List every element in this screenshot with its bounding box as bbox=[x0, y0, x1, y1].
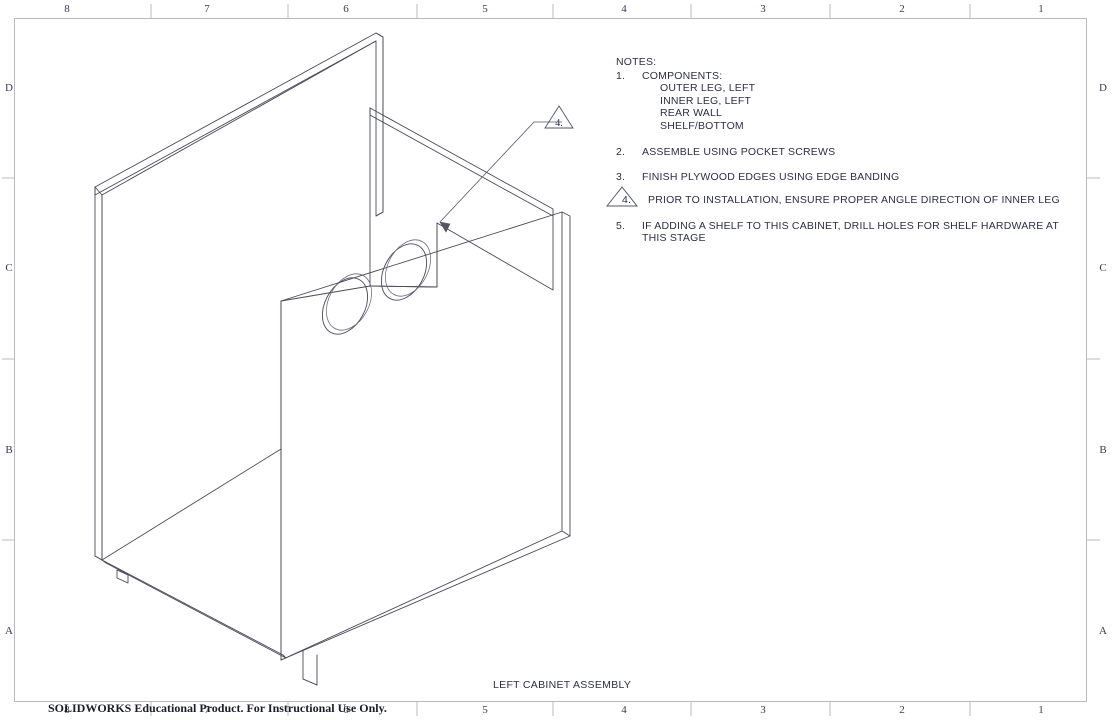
zone-letter-right-D: D bbox=[1099, 82, 1107, 94]
isometric-cabinet-assembly bbox=[94, 32, 571, 686]
shelf-bottom-panel bbox=[101, 448, 287, 659]
zone-letter-left-C: C bbox=[5, 262, 13, 274]
zone-ticks-bottom bbox=[150, 701, 971, 716]
note-5-number: 5. bbox=[616, 220, 626, 233]
zone-letter-right-B: B bbox=[1099, 444, 1107, 456]
zone-number-bottom-3: 3 bbox=[760, 704, 766, 716]
note-1-sublist: OUTER LEG, LEFT INNER LEG, LEFT REAR WAL… bbox=[660, 82, 1086, 132]
outer-leg-panel bbox=[280, 211, 571, 686]
zone-letter-left-A: A bbox=[5, 625, 13, 637]
zone-number-top-6: 6 bbox=[343, 3, 349, 15]
zone-number-top-2: 2 bbox=[899, 3, 905, 15]
note-1-sub-3: REAR WALL bbox=[660, 107, 723, 120]
shelf-pin-hole-1-depth bbox=[326, 273, 372, 331]
zone-number-top-3: 3 bbox=[760, 3, 766, 15]
note-1-sub-2: INNER LEG, LEFT bbox=[660, 94, 752, 107]
shelf-pin-hole-2 bbox=[380, 243, 428, 301]
note-item-4: 4. PRIOR TO INSTALLATION, ENSURE PROPER … bbox=[605, 186, 1086, 207]
shelf-pin-hole-2-depth bbox=[385, 239, 431, 297]
zone-letter-right-C: C bbox=[1099, 262, 1107, 274]
zone-ticks-side bbox=[2, 177, 1100, 541]
note-item-2: 2. ASSEMBLE USING POCKET SCREWS bbox=[616, 146, 1086, 158]
note-item-5: 5. IF ADDING A SHELF TO THIS CABINET, DR… bbox=[616, 220, 1086, 244]
inner-leg-panel bbox=[280, 107, 554, 450]
callout-leader-4 bbox=[439, 105, 574, 233]
note-4-number: 4. bbox=[622, 194, 632, 207]
zone-number-top-1: 1 bbox=[1038, 3, 1044, 15]
zone-letter-left-B: B bbox=[5, 444, 13, 456]
zone-number-top-8: 8 bbox=[64, 3, 70, 15]
callout-label: 4. bbox=[555, 118, 563, 129]
zone-number-top-5: 5 bbox=[482, 3, 488, 15]
note-item-1: 1. COMPONENTS: bbox=[616, 70, 1086, 82]
rear-wall-panel bbox=[94, 32, 384, 561]
note-1-number: 1. bbox=[616, 70, 626, 82]
zone-letter-right-A: A bbox=[1099, 625, 1107, 637]
leader-arrowhead bbox=[439, 221, 451, 233]
note-1-text: COMPONENTS: bbox=[642, 70, 723, 82]
zone-number-bottom-2: 2 bbox=[899, 704, 905, 716]
zone-number-bottom-4: 4 bbox=[621, 704, 627, 716]
notes-block: NOTES: 1. COMPONENTS: OUTER LEG, LEFT IN… bbox=[605, 56, 1086, 244]
zone-number-bottom-8: 8 bbox=[64, 704, 70, 716]
revision-triangle-icon bbox=[544, 105, 574, 129]
zone-ticks-top bbox=[14, 4, 1087, 19]
zone-letter-left-D: D bbox=[5, 82, 13, 94]
note-3-text: FINISH PLYWOOD EDGES USING EDGE BANDING bbox=[642, 171, 900, 184]
note-2-number: 2. bbox=[616, 146, 626, 159]
zone-number-bottom-7: 7 bbox=[204, 704, 210, 716]
note-1-sub-4: SHELF/BOTTOM bbox=[660, 119, 744, 132]
zone-number-top-4: 4 bbox=[621, 3, 627, 15]
zone-number-bottom-5: 5 bbox=[482, 704, 488, 716]
note-item-3: 3. FINISH PLYWOOD EDGES USING EDGE BANDI… bbox=[616, 171, 1086, 183]
note-1-sub-1: OUTER LEG, LEFT bbox=[660, 82, 756, 94]
zone-number-bottom-1: 1 bbox=[1038, 704, 1044, 716]
solidworks-watermark: SOLIDWORKS Educational Product. For Inst… bbox=[48, 701, 387, 715]
note-2-text: ASSEMBLE USING POCKET SCREWS bbox=[642, 146, 836, 159]
note-4-text: PRIOR TO INSTALLATION, ENSURE PROPER ANG… bbox=[648, 194, 1060, 207]
note-3-number: 3. bbox=[616, 171, 626, 184]
view-title: LEFT CABINET ASSEMBLY bbox=[493, 679, 632, 691]
note-5-text: IF ADDING A SHELF TO THIS CABINET, DRILL… bbox=[642, 220, 1059, 245]
shelf-pin-hole-1 bbox=[321, 277, 369, 335]
zone-number-bottom-6: 6 bbox=[343, 704, 349, 716]
notes-heading: NOTES: bbox=[616, 56, 657, 68]
zone-number-top-7: 7 bbox=[204, 3, 210, 15]
